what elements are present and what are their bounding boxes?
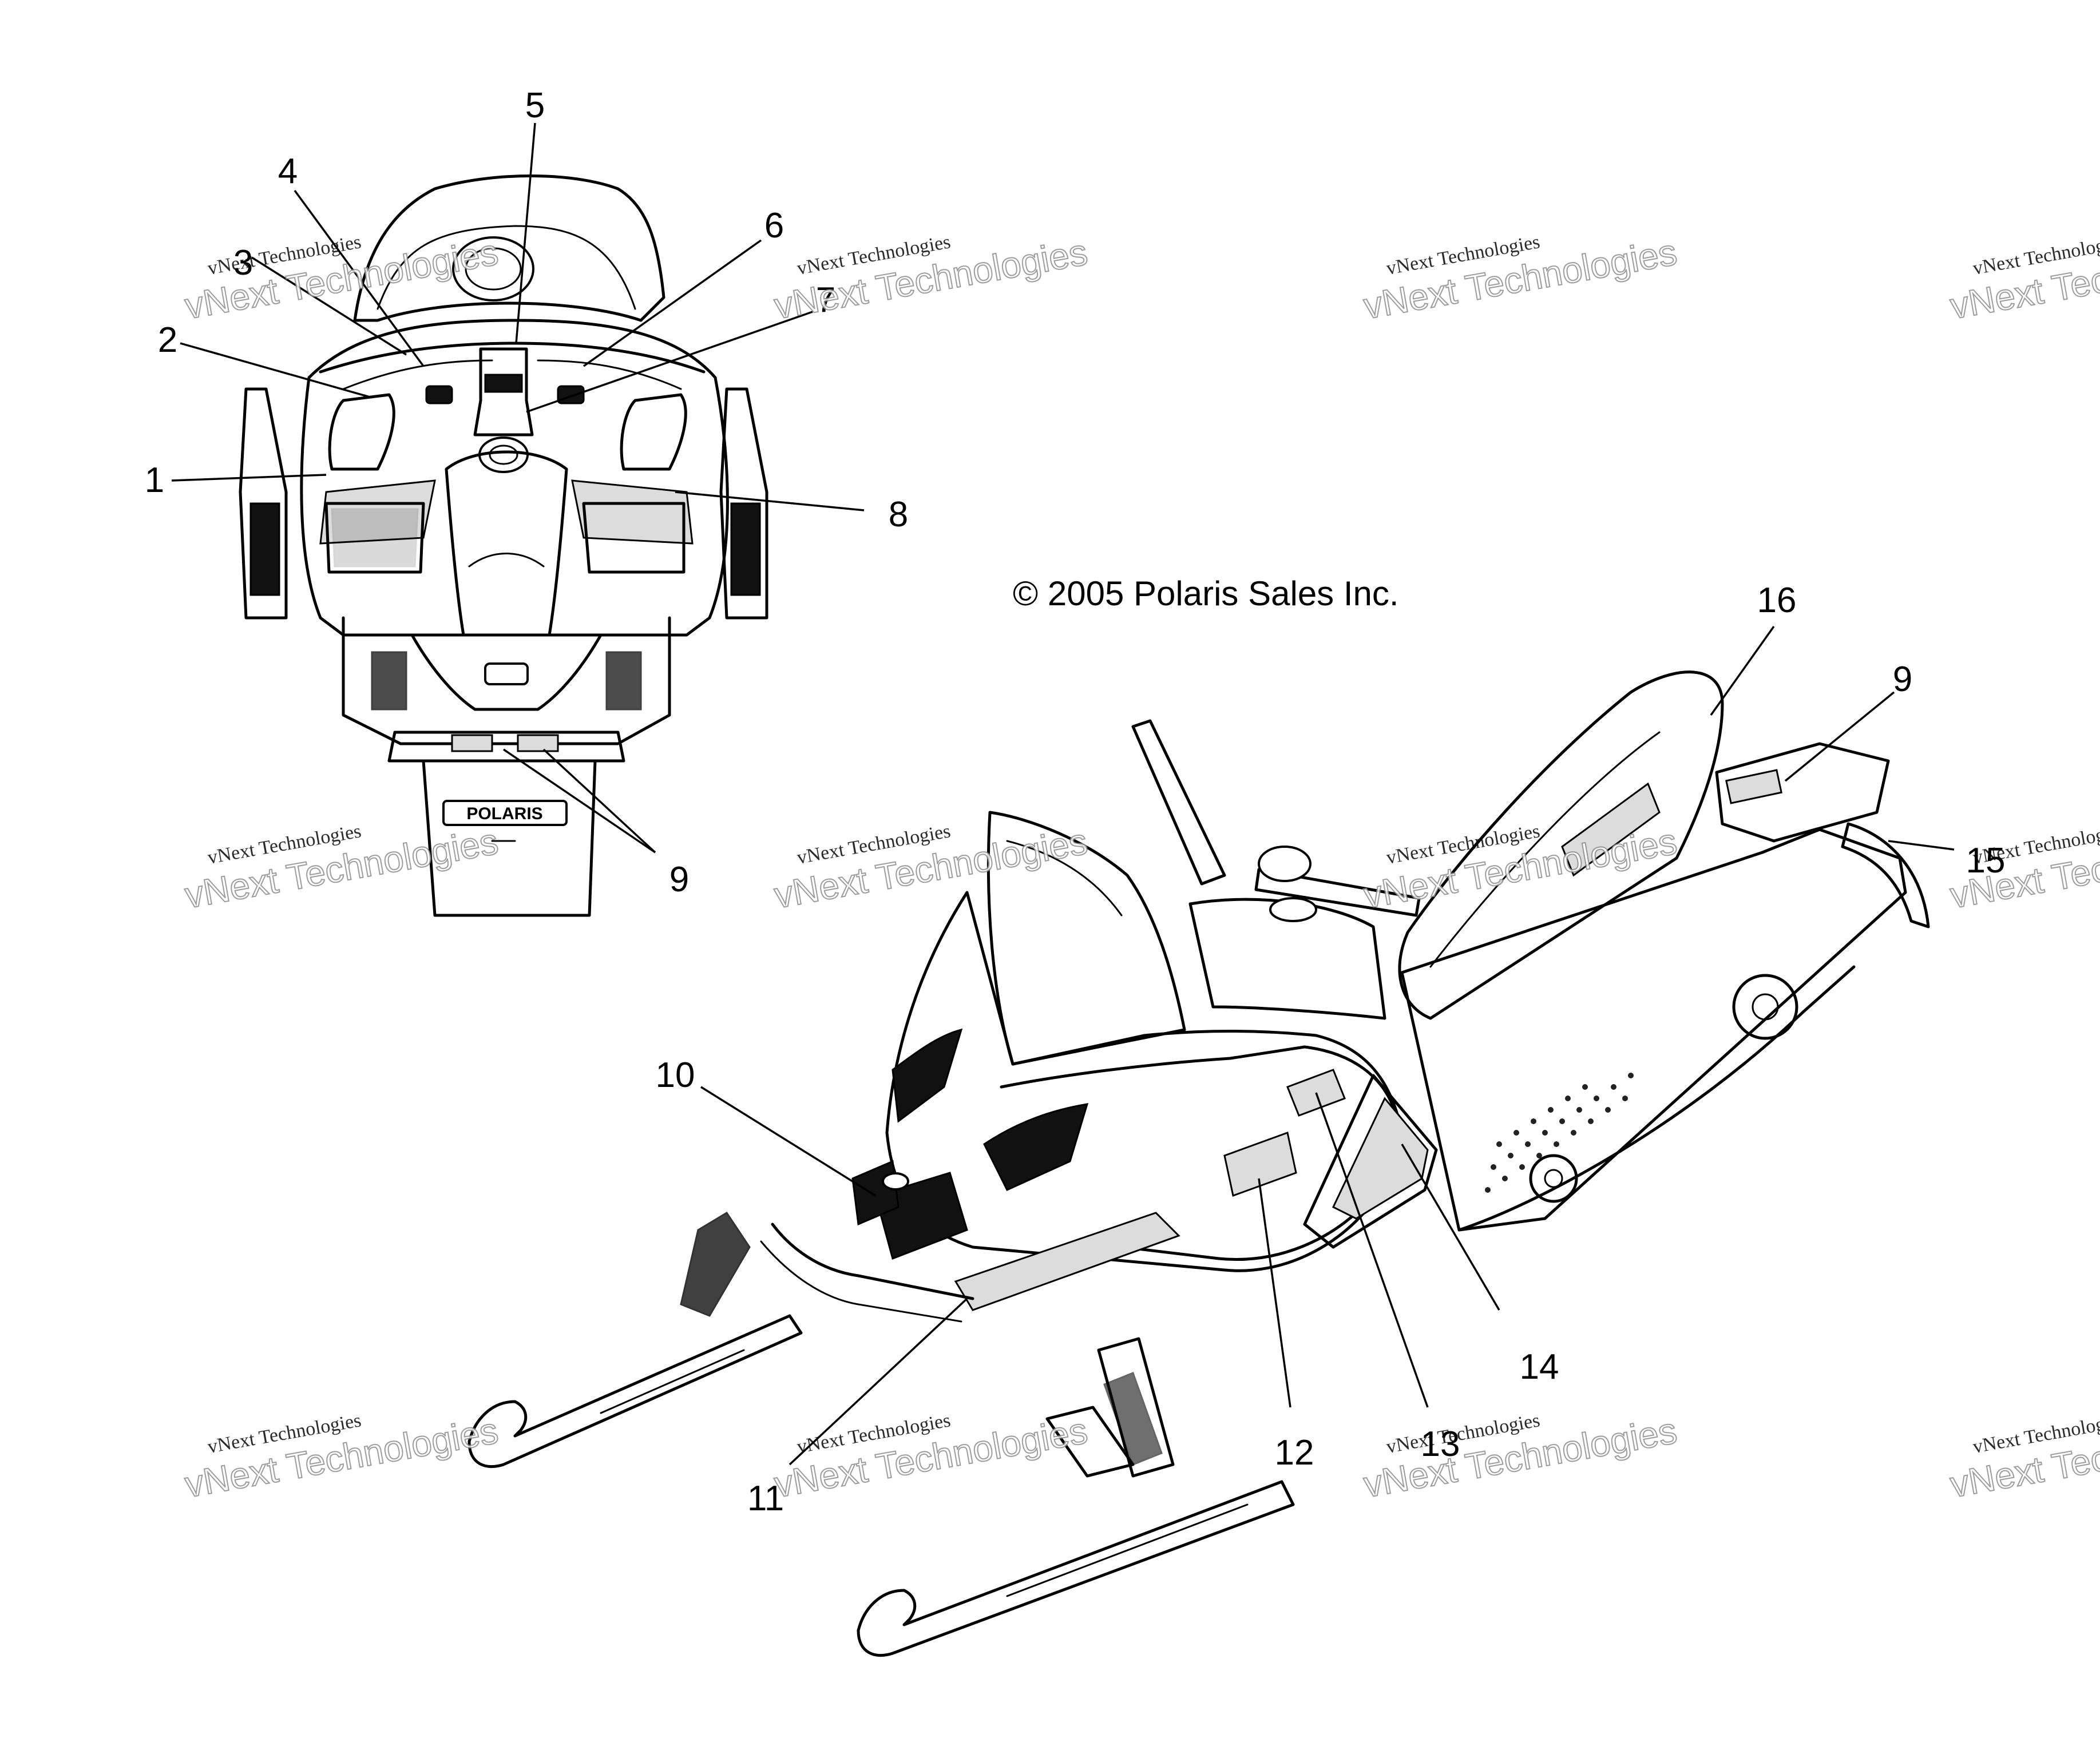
callout-7: 7 bbox=[816, 280, 835, 320]
watermark-r1c4: vNext Technologies vNext Technologies bbox=[1947, 231, 2100, 327]
callout-5: 5 bbox=[525, 86, 545, 125]
callout-8: 8 bbox=[889, 495, 908, 534]
callout-labels: 1 2 3 4 5 6 7 8 9 9 10 11 12 13 14 15 16 bbox=[145, 86, 2006, 1518]
leader-lines bbox=[171, 122, 1955, 1466]
callout-13: 13 bbox=[1421, 1424, 1460, 1464]
tunnel-vent-pattern bbox=[1485, 1073, 1634, 1193]
callout-11: 11 bbox=[747, 1479, 784, 1518]
watermark-r3c4: vNext Technologies vNext Technologies bbox=[1947, 1409, 2100, 1506]
callout-12: 12 bbox=[1275, 1433, 1314, 1473]
flap-brand-label: POLARIS bbox=[466, 804, 542, 823]
callout-4: 4 bbox=[278, 152, 298, 191]
watermark-r3c2: vNext Technologies vNext Technologies bbox=[771, 1409, 1091, 1506]
callout-16: 16 bbox=[1757, 581, 1797, 620]
watermark-r3c3: vNext Technologies vNext Technologies bbox=[1360, 1409, 1681, 1506]
callout-1: 1 bbox=[145, 461, 164, 500]
callout-3: 3 bbox=[233, 243, 253, 283]
callout-2: 2 bbox=[158, 320, 177, 360]
side-view-illustration bbox=[467, 670, 1930, 1657]
watermark-r1c3: vNext Technologies vNext Technologies bbox=[1360, 231, 1681, 327]
callout-10: 10 bbox=[656, 1055, 695, 1095]
watermark-r1c1: vNext Technologies vNext Technologies bbox=[181, 231, 502, 327]
watermarks: vNext Technologies vNext Technologies vN… bbox=[181, 231, 2100, 1506]
callout-9-front: 9 bbox=[669, 860, 689, 899]
callout-15: 15 bbox=[1966, 841, 2006, 880]
copyright-notice: © 2005 Polaris Sales Inc. bbox=[1013, 574, 1399, 613]
watermark-r3c1: vNext Technologies vNext Technologies bbox=[181, 1409, 502, 1506]
front-view-illustration: POLARIS bbox=[239, 174, 768, 917]
callout-9-side: 9 bbox=[1893, 660, 1912, 699]
callout-14: 14 bbox=[1520, 1347, 1559, 1387]
watermark-r1c2: vNext Technologies vNext Technologies bbox=[771, 231, 1091, 327]
watermark-r2c2: vNext Technologies vNext Technologies bbox=[771, 820, 1091, 916]
callout-6: 6 bbox=[764, 206, 784, 245]
